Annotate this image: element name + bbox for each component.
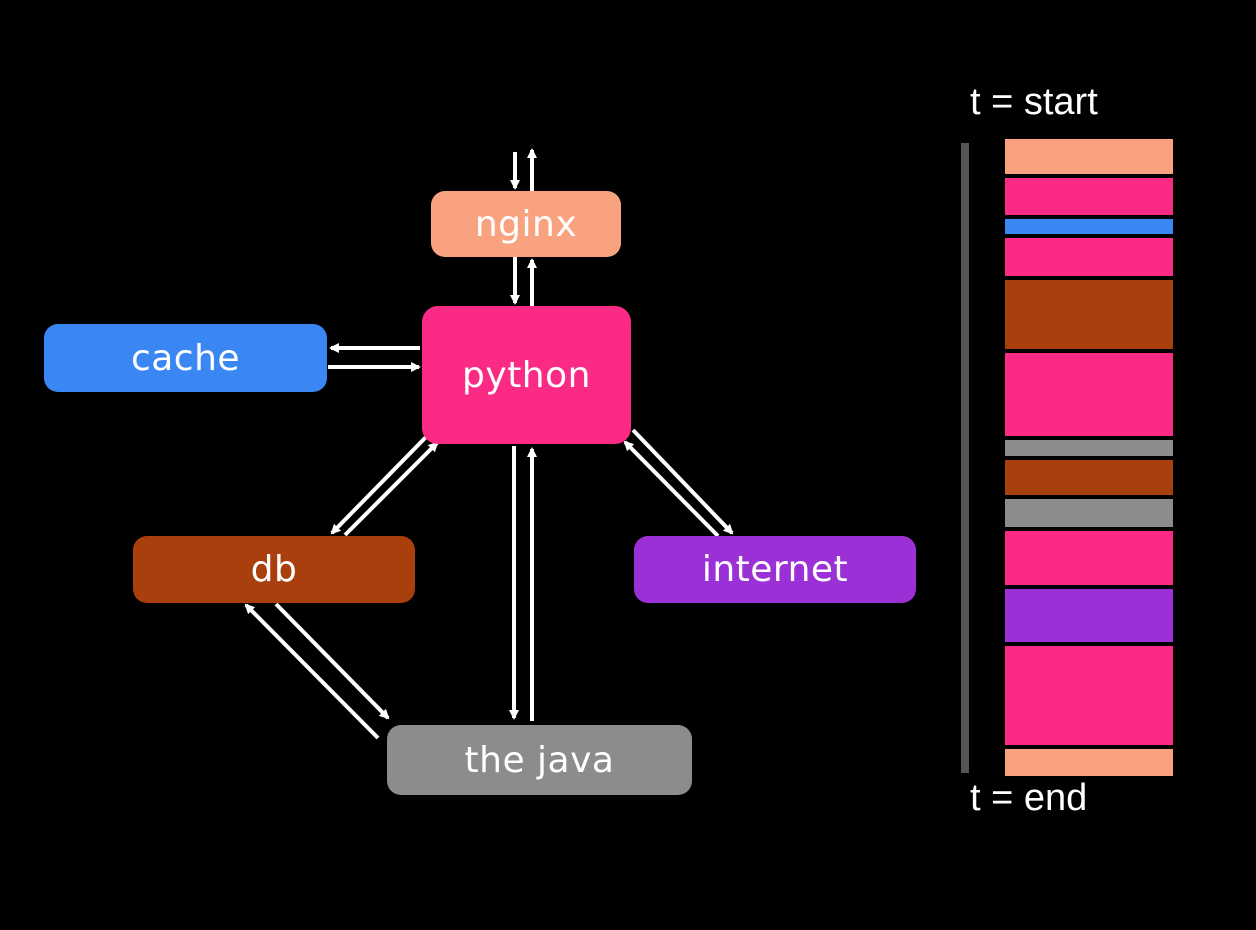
arrow-java-to-db	[244, 603, 380, 740]
internet-label: internet	[701, 549, 849, 590]
timeline-segment-python	[1005, 530, 1173, 585]
python-node: python	[422, 306, 631, 444]
timeline-start-label: t = start	[970, 81, 1098, 123]
cache-node: cache	[44, 324, 327, 392]
timeline-axis	[961, 143, 969, 773]
python-label: python	[462, 354, 591, 396]
arrow-python-to-db	[330, 435, 428, 535]
timeline-segment-java	[1005, 439, 1173, 456]
timeline-segment-nginx	[1005, 748, 1173, 776]
timeline-segment-python	[1005, 178, 1173, 215]
timeline-end-label: t = end	[970, 777, 1088, 819]
timeline-segment-java	[1005, 499, 1173, 527]
nginx-node: nginx	[431, 191, 621, 257]
timeline-segment-db	[1005, 459, 1173, 496]
timeline-bars	[1005, 139, 1173, 776]
db-node: db	[133, 536, 415, 603]
timeline-segment-python	[1005, 646, 1173, 745]
java-node: the java	[387, 725, 692, 795]
arrow-internet-to-python	[623, 440, 720, 538]
timeline-segment-nginx	[1005, 139, 1173, 175]
nginx-label: nginx	[474, 203, 578, 245]
timeline-segment-python	[1005, 238, 1173, 276]
java-label: the java	[464, 739, 615, 781]
arrow-db-to-python	[343, 441, 439, 537]
timeline-segment-python	[1005, 352, 1173, 436]
arrow-db-to-java	[274, 602, 390, 720]
timeline-segment-cache	[1005, 218, 1173, 235]
cache-label: cache	[130, 337, 241, 379]
timeline-segment-db	[1005, 279, 1173, 349]
arrow-python-to-internet	[631, 428, 734, 535]
db-label: db	[250, 549, 298, 590]
internet-node: internet	[634, 536, 916, 603]
timeline-segment-internet	[1005, 588, 1173, 643]
